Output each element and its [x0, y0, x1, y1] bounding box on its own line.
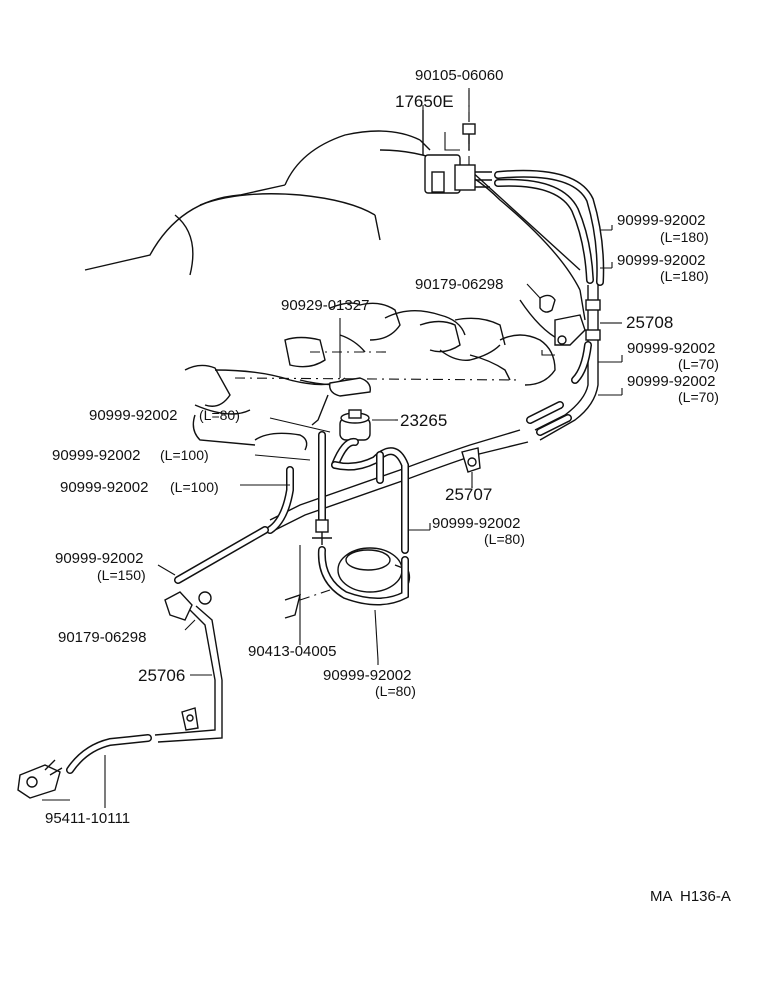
label-hose-bottom: 90999-92002: [323, 667, 411, 684]
filter-23265: [339, 409, 395, 441]
figure-code: MA H136-A: [650, 888, 731, 905]
label-25707: 25707: [445, 485, 492, 504]
intake-manifold: [184, 302, 556, 451]
label-hose-r80-length: (L=80): [484, 531, 525, 547]
canister: [284, 547, 411, 619]
vsv-17650e: [422, 110, 492, 194]
label-hose-r80: 90999-92002: [432, 515, 520, 532]
label-95411-10111: 95411-10111: [45, 810, 130, 827]
hose-lower: [66, 734, 152, 774]
label-hose-l80: 90999-92002: [89, 407, 177, 424]
vacuum-hoses-top: [494, 169, 612, 286]
hose-bottom-loop: [317, 529, 430, 661]
engine-outline: [84, 130, 586, 341]
label-90413-04005: 90413-04005: [248, 643, 336, 660]
label-hose-l150-length: (L=150): [97, 567, 146, 583]
label-17650e: 17650E: [395, 92, 454, 111]
label-clamp-90179-bottom: 90179-06298: [58, 629, 146, 646]
label-hose-l100-2-length: (L=100): [170, 479, 219, 495]
label-23265: 23265: [400, 411, 447, 430]
label-25706: 25706: [138, 666, 185, 685]
pipe-25706: [154, 605, 223, 743]
joint-90413: [299, 519, 332, 640]
label-clamp-90179-top: 90179-06298: [415, 276, 503, 293]
label-90105-06060: 90105-06060: [415, 67, 503, 84]
label-hose-l100-1: 90999-92002: [52, 447, 140, 464]
clamp-90179-top: [526, 283, 556, 313]
label-hose-l100-1-length: (L=100): [160, 447, 209, 463]
label-hose-l150: 90999-92002: [55, 550, 143, 567]
part-labels: 90105-06060 17650E 90999-92002 (L=180) 9…: [45, 67, 731, 905]
label-hose-top-2: 90999-92002: [617, 252, 705, 269]
label-hose-l70-2: 90999-92002: [627, 373, 715, 390]
label-hose-top-2-length: (L=180): [660, 268, 709, 284]
clip-90929: [311, 318, 371, 426]
label-hose-l70-1-length: (L=70): [678, 356, 719, 372]
label-hose-l70-1: 90999-92002: [627, 340, 715, 357]
label-hose-l70-2-length: (L=70): [678, 389, 719, 405]
hoses-l70: [526, 341, 622, 436]
hose-l150: [157, 526, 269, 584]
leader-lines: [104, 88, 623, 808]
label-25708: 25708: [626, 313, 673, 332]
pipe-25708: [534, 285, 612, 441]
label-hose-top-1-length: (L=180): [660, 229, 709, 245]
hoses-center: [240, 417, 409, 554]
valve-95411: [17, 755, 106, 805]
label-hose-top-1: 90999-92002: [617, 212, 705, 229]
label-90929-01327: 90929-01327: [281, 297, 369, 314]
label-hose-l100-2: 90999-92002: [60, 479, 148, 496]
label-hose-l80-length: (L=80): [199, 407, 240, 423]
label-hose-bottom-length: (L=80): [375, 683, 416, 699]
clamp-90179-bottom: [164, 591, 212, 631]
